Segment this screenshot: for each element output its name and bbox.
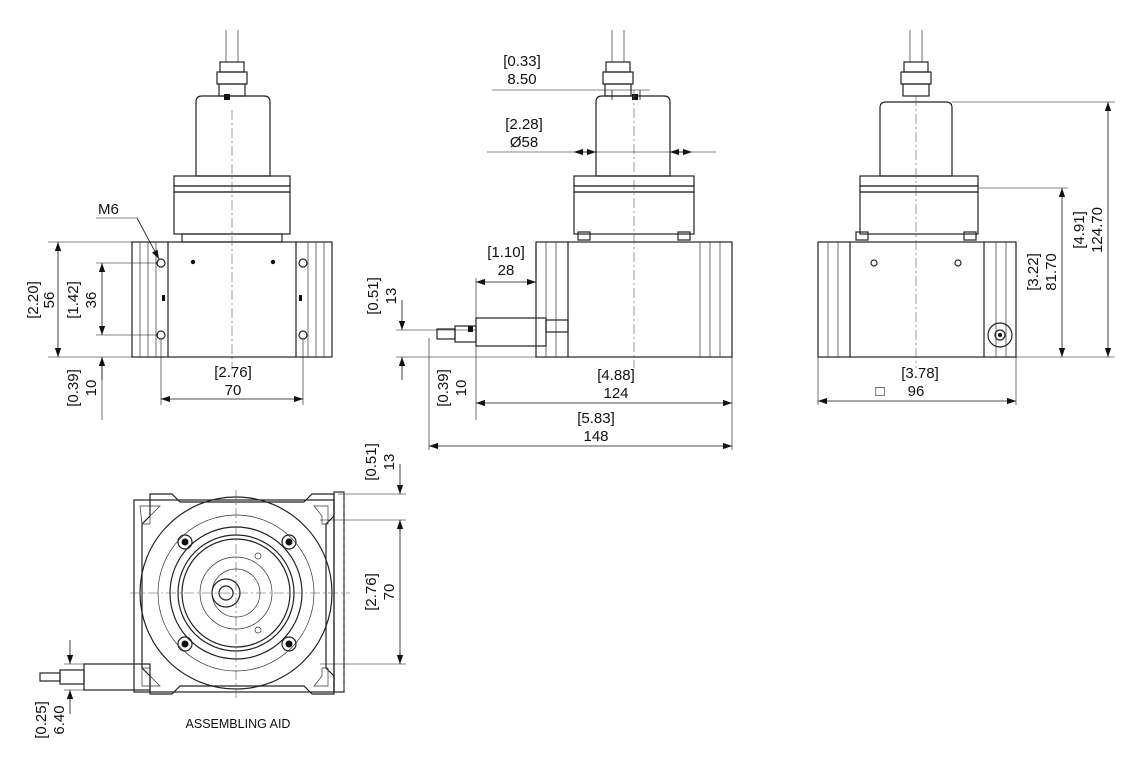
dim-d-mm: Ø58 (510, 134, 538, 151)
dim-p-mm: 6.40 (51, 705, 68, 734)
dim-t-mm: 13 (381, 454, 398, 471)
rear-view-right (817, 30, 1115, 405)
square-symbol: □ (875, 383, 884, 400)
dim-a-in: [0.33] (503, 53, 541, 70)
front-view-left (48, 30, 333, 420)
dim-height-mm: 56 (41, 292, 58, 309)
dim-body-height-mm: 81.70 (1043, 253, 1060, 291)
dim-width-in: [4.88] (597, 367, 635, 384)
dim-f-mm: 10 (453, 380, 470, 397)
dim-base-mm: 10 (83, 380, 100, 397)
dim-t-in: [0.51] (363, 443, 380, 481)
dim-c-in: [1.10] (487, 244, 525, 261)
dim-f-in: [0.39] (435, 369, 452, 407)
dim-s-in: [2.76] (363, 573, 380, 611)
dim-hole-spacing-in: [1.42] (65, 281, 82, 319)
assembling-aid-caption: ASSEMBLING AID (186, 717, 291, 731)
dim-height-in: [2.20] (25, 281, 42, 319)
dim-width-in: [3.78] (901, 365, 939, 382)
dim-p-in: [0.25] (33, 701, 50, 739)
dim-s-mm: 70 (381, 584, 398, 601)
dim-body-height-in: [3.22] (1025, 253, 1042, 291)
dim-width-mm: 96 (908, 383, 925, 400)
dim-total-height-mm: 124.70 (1089, 207, 1106, 253)
dim-base-in: [0.39] (65, 369, 82, 407)
thread-label: M6 (98, 201, 119, 218)
dim-hole-spacing-mm: 36 (83, 292, 100, 309)
dim-total-mm: 148 (583, 428, 608, 445)
dim-d-in: [2.28] (505, 116, 543, 133)
dim-width-mm: 124 (603, 385, 628, 402)
side-view-middle (396, 30, 733, 450)
dim-width-in: [2.76] (214, 364, 252, 381)
dim-e-mm: 13 (383, 288, 400, 305)
dim-total-in: [5.83] (577, 410, 615, 427)
dim-total-height-in: [4.91] (1071, 211, 1088, 249)
dim-c-mm: 28 (498, 262, 515, 279)
dim-width-mm: 70 (225, 382, 242, 399)
dim-e-in: [0.51] (365, 277, 382, 315)
dim-a-mm: 8.50 (507, 71, 536, 88)
top-view-assembling-aid (39, 464, 406, 714)
